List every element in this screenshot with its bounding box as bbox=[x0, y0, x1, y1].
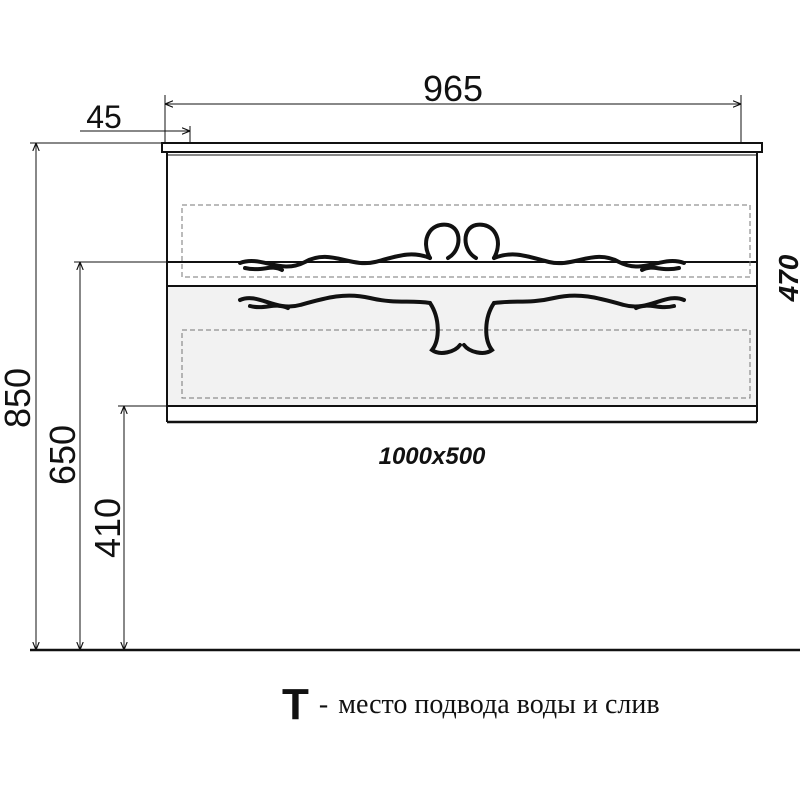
scroll-ornament-upper bbox=[238, 222, 686, 272]
legend-dash: - bbox=[318, 689, 329, 720]
upper-drawer-outline bbox=[181, 204, 751, 278]
countertop bbox=[161, 142, 763, 153]
height-650-dimension bbox=[74, 261, 167, 650]
height-410-dimension bbox=[118, 405, 167, 650]
total-height-label: 850 bbox=[0, 368, 38, 428]
total-height-dimension bbox=[30, 142, 162, 650]
upper-drawer-front bbox=[166, 261, 758, 287]
width-dimension bbox=[164, 95, 742, 143]
connection-symbol: T bbox=[282, 680, 309, 729]
legend: T - место подвода воды и слив bbox=[282, 680, 660, 730]
lower-drawer-outline bbox=[181, 329, 751, 399]
legend-text: место подвода воды и слив bbox=[338, 689, 660, 720]
offset-dimension bbox=[80, 126, 191, 143]
scroll-ornament-lower bbox=[238, 293, 686, 355]
lower-drawer-front bbox=[166, 285, 758, 407]
front-height-label: 470 bbox=[773, 254, 800, 302]
offset-label: 45 bbox=[86, 99, 122, 135]
width-label: 965 bbox=[423, 68, 483, 109]
size-label: 1000x500 bbox=[379, 443, 486, 470]
height-650-label: 650 bbox=[42, 425, 83, 485]
height-410-label: 410 bbox=[87, 498, 128, 558]
